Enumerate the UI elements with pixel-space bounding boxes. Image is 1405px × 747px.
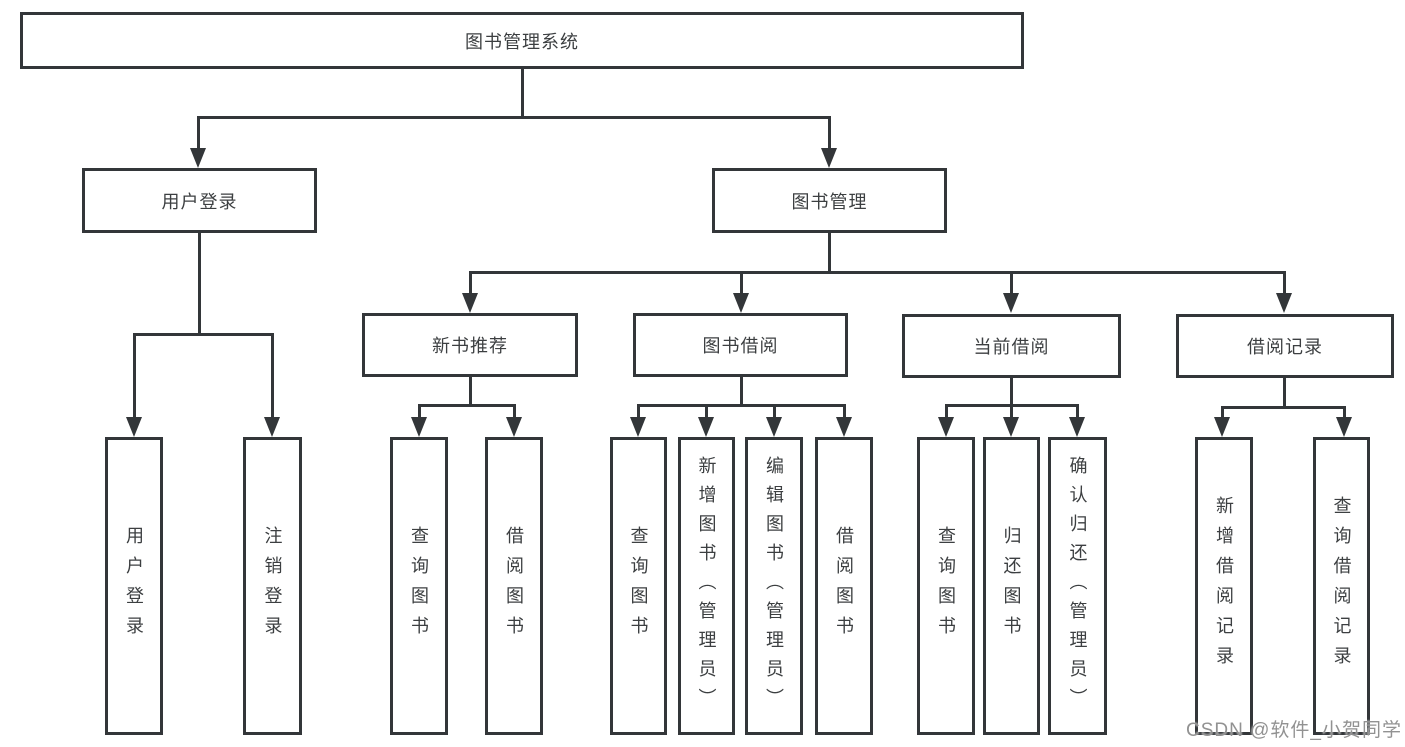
leaf-add-borrow-record: 新增借阅记录 bbox=[1195, 437, 1253, 735]
node-user-login: 用户登录 bbox=[82, 168, 317, 233]
leaf-query-books-current: 查询图书 bbox=[917, 437, 975, 735]
connector-line bbox=[513, 404, 516, 419]
leaf-edit-books-admin: 编辑图书（管理员） bbox=[745, 437, 803, 735]
connector-line bbox=[828, 233, 831, 274]
arrow-down-icon bbox=[190, 148, 206, 168]
leaf-label: 新增图书（管理员） bbox=[696, 455, 717, 717]
connector-line bbox=[521, 68, 524, 119]
node-new-book-recommend: 新书推荐 bbox=[362, 313, 578, 377]
leaf-label: 归还图书 bbox=[1001, 526, 1022, 646]
leaf-label: 借阅图书 bbox=[504, 526, 524, 646]
arrow-down-icon bbox=[411, 417, 427, 437]
connector-line bbox=[637, 404, 845, 407]
connector-line bbox=[271, 333, 274, 419]
arrow-down-icon bbox=[462, 293, 478, 313]
connector-line bbox=[637, 404, 640, 419]
connector-line bbox=[1343, 406, 1346, 419]
leaf-query-books-recommend: 查询图书 bbox=[390, 437, 448, 735]
leaf-query-borrow-record: 查询借阅记录 bbox=[1313, 437, 1370, 735]
leaf-logout: 注销登录 bbox=[243, 437, 302, 735]
arrow-down-icon bbox=[126, 417, 142, 437]
arrow-down-icon bbox=[766, 417, 782, 437]
connector-line bbox=[1010, 271, 1013, 295]
arrow-down-icon bbox=[630, 417, 646, 437]
leaf-add-books-admin: 新增图书（管理员） bbox=[678, 437, 735, 735]
leaf-query-books-borrow: 查询图书 bbox=[610, 437, 667, 735]
arrow-down-icon bbox=[938, 417, 954, 437]
node-label: 图书管理 bbox=[791, 191, 868, 212]
leaf-label: 借阅图书 bbox=[834, 526, 854, 646]
connector-line bbox=[1010, 404, 1013, 419]
leaf-label: 查询借阅记录 bbox=[1331, 496, 1352, 676]
connector-line bbox=[1283, 271, 1286, 295]
node-current-borrow: 当前借阅 bbox=[902, 314, 1121, 378]
leaf-label: 查询图书 bbox=[936, 526, 956, 646]
connector-line bbox=[469, 377, 472, 407]
arrow-down-icon bbox=[506, 417, 522, 437]
arrow-down-icon bbox=[1003, 417, 1019, 437]
leaf-label: 查询图书 bbox=[409, 526, 429, 646]
arrow-down-icon bbox=[698, 417, 714, 437]
node-label: 图书管理系统 bbox=[465, 31, 579, 52]
node-borrow-records: 借阅记录 bbox=[1176, 314, 1394, 378]
connector-line bbox=[133, 333, 274, 336]
node-label: 新书推荐 bbox=[432, 336, 508, 356]
arrow-down-icon bbox=[1276, 293, 1292, 313]
arrow-down-icon bbox=[264, 417, 280, 437]
arrow-down-icon bbox=[836, 417, 852, 437]
watermark: CSDN @软件_小贺同学 bbox=[1186, 720, 1402, 741]
arrow-down-icon bbox=[1069, 417, 1085, 437]
connector-line bbox=[843, 404, 846, 419]
leaf-label: 确认归还（管理员） bbox=[1067, 455, 1088, 717]
leaf-user-login: 用户登录 bbox=[105, 437, 163, 735]
connector-line bbox=[740, 377, 743, 407]
connector-line bbox=[740, 271, 743, 295]
leaf-borrow-books-recommend: 借阅图书 bbox=[485, 437, 543, 735]
connector-line bbox=[1221, 406, 1346, 409]
leaf-borrow-books: 借阅图书 bbox=[815, 437, 873, 735]
connector-line bbox=[469, 271, 472, 295]
connector-line bbox=[705, 404, 708, 419]
arrow-down-icon bbox=[1214, 417, 1230, 437]
arrow-down-icon bbox=[1336, 417, 1352, 437]
connector-line bbox=[469, 271, 1286, 274]
connector-line bbox=[1221, 406, 1224, 419]
leaf-return-books: 归还图书 bbox=[983, 437, 1040, 735]
connector-line bbox=[945, 404, 948, 419]
node-label: 借阅记录 bbox=[1247, 337, 1323, 357]
leaf-label: 查询图书 bbox=[628, 526, 649, 646]
connector-line bbox=[197, 116, 831, 119]
connector-line bbox=[197, 116, 200, 150]
node-book-borrow: 图书借阅 bbox=[633, 313, 848, 377]
leaf-confirm-return-admin: 确认归还（管理员） bbox=[1048, 437, 1107, 735]
node-root: 图书管理系统 bbox=[20, 12, 1024, 69]
node-label: 用户登录 bbox=[161, 191, 238, 212]
connector-line bbox=[773, 404, 776, 419]
connector-line bbox=[133, 333, 136, 419]
leaf-label: 编辑图书（管理员） bbox=[764, 455, 784, 717]
node-book-management: 图书管理 bbox=[712, 168, 947, 233]
connector-line bbox=[198, 233, 201, 335]
node-label: 当前借阅 bbox=[973, 337, 1050, 357]
leaf-label: 注销登录 bbox=[262, 526, 283, 646]
leaf-label: 新增借阅记录 bbox=[1214, 496, 1234, 676]
arrow-down-icon bbox=[821, 148, 837, 168]
connector-line bbox=[828, 116, 831, 150]
leaf-label: 用户登录 bbox=[124, 526, 144, 646]
arrow-down-icon bbox=[1003, 293, 1019, 313]
node-label: 图书借阅 bbox=[702, 336, 779, 356]
connector-line bbox=[1076, 404, 1079, 419]
connector-line bbox=[418, 404, 516, 407]
connector-line bbox=[418, 404, 421, 419]
connector-line bbox=[1283, 378, 1286, 409]
connector-line bbox=[1010, 378, 1013, 407]
arrow-down-icon bbox=[733, 293, 749, 313]
